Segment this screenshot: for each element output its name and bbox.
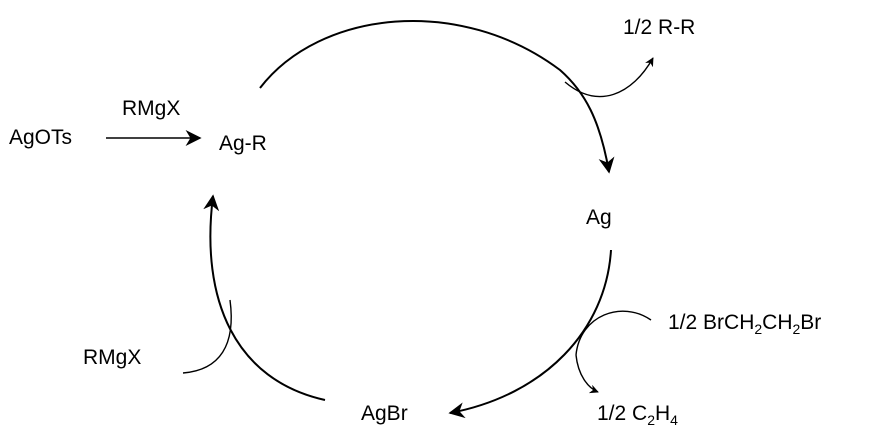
- cycle-arc-transmetalation: [203, 194, 326, 401]
- dibromoethane-part: CH: [762, 311, 793, 334]
- subscript: 2: [754, 321, 763, 337]
- side-arrow-rr-release: [564, 57, 654, 98]
- product-half-rr: 1/2 R-R: [623, 16, 696, 39]
- species-ag-r: Ag-R: [219, 132, 267, 155]
- species-agbr: AgBr: [361, 402, 408, 425]
- cycle-arc-reductive-elimination: [259, 19, 615, 174]
- species-agots: AgOTs: [9, 126, 73, 149]
- side-arrow-rmgx-in: [182, 299, 232, 374]
- side-arrow-ethylene-out: [575, 354, 599, 394]
- subscript: 2: [647, 412, 655, 428]
- product-ethylene: 1/2 C2H4: [597, 402, 678, 427]
- side-arrow-dibromoethane-in: [575, 310, 652, 356]
- dibromoethane-part: Br: [800, 311, 822, 334]
- species-ag: Ag: [586, 206, 612, 229]
- cycle-arc-oxidation: [448, 249, 612, 419]
- ethylene-part: 1/2 C: [597, 402, 648, 425]
- subscript: 4: [670, 412, 678, 428]
- dibromoethane-part: 1/2 BrCH: [668, 311, 755, 334]
- ethylene-part: H: [655, 402, 671, 425]
- reagent-dibromoethane: 1/2 BrCH2CH2Br: [668, 311, 822, 336]
- subscript: 2: [792, 321, 801, 337]
- reagent-rmgx-top: RMgX: [122, 97, 181, 120]
- reagent-rmgx-left: RMgX: [83, 346, 142, 369]
